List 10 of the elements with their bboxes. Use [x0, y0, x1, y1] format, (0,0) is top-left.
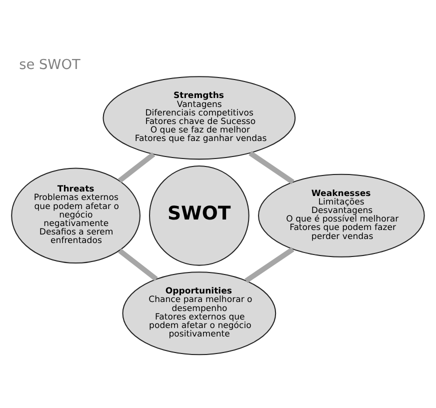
connector	[118, 248, 158, 281]
node-ellipse: Opportunities Chance para melhorar o desempenho Fatores externos que podem afetar o negócio positivamente	[122, 271, 276, 355]
connector	[244, 246, 294, 282]
connector	[248, 150, 294, 184]
connector	[118, 152, 156, 182]
node-ellipse: Weaknesses Limitações Desvantagens O que é possível melhorar Fatores que podem fazer perder vendas	[258, 173, 425, 257]
node-circle: SWOT	[149, 164, 250, 266]
diagram-title: se SWOT	[19, 56, 80, 72]
node-ellipse: Threats Problemas externos que podem afetar o negócio negativamente Desafios a serem enfrentados	[11, 167, 140, 264]
node-ellipse: Stremgths Vantagens Diferenciais competitivos Fatores chave de Sucesso O que se faz de melhor Fatores que faz ganhar vendas	[102, 76, 296, 160]
